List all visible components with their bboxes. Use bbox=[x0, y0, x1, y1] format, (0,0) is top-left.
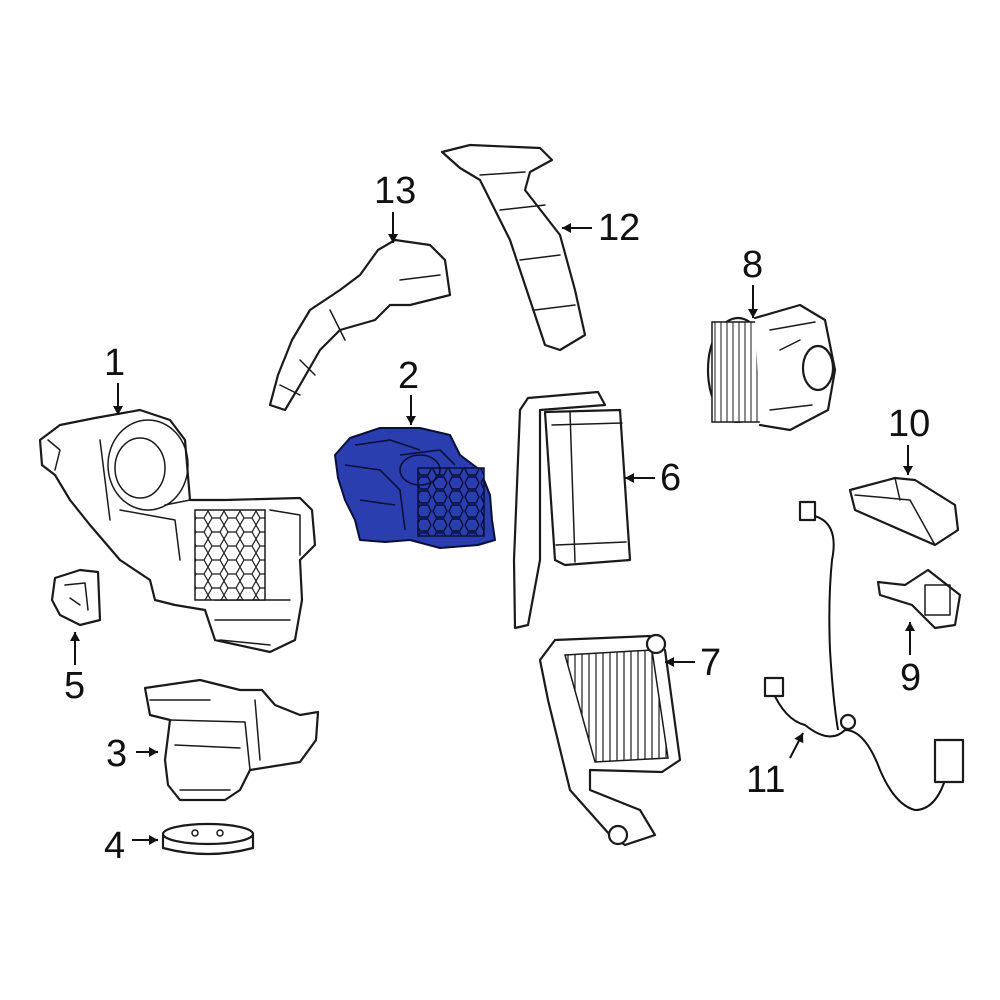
arrowhead-3 bbox=[149, 747, 158, 757]
part-11-wiring-harness bbox=[763, 500, 965, 812]
part-5-bracket bbox=[50, 568, 102, 627]
arrowhead-12 bbox=[562, 223, 571, 233]
part-10-module bbox=[848, 476, 960, 547]
arrowhead-6 bbox=[625, 473, 634, 483]
part-7-evaporator bbox=[538, 633, 682, 847]
arrowhead-8 bbox=[748, 309, 758, 318]
arrowhead-4 bbox=[149, 835, 158, 845]
arrowhead-11 bbox=[794, 733, 804, 744]
callout-6: 6 bbox=[660, 457, 681, 499]
callout-13: 13 bbox=[374, 170, 416, 212]
arrowhead-1 bbox=[113, 406, 123, 415]
part-3-lower-housing bbox=[143, 678, 320, 802]
callout-11: 11 bbox=[746, 759, 785, 801]
callout-12: 12 bbox=[598, 207, 640, 249]
part-1-hvac-housing bbox=[38, 408, 317, 654]
callout-1: 1 bbox=[104, 342, 125, 384]
part-13-duct bbox=[268, 238, 452, 412]
callout-3: 3 bbox=[106, 733, 127, 775]
arrowhead-2 bbox=[406, 416, 416, 425]
part-9-resistor bbox=[876, 568, 962, 630]
callout-4: 4 bbox=[104, 825, 125, 867]
callout-7: 7 bbox=[700, 642, 721, 684]
arrowhead-13 bbox=[388, 234, 398, 243]
part-8-blower-motor bbox=[706, 303, 837, 432]
part-4-seal bbox=[161, 822, 255, 856]
arrowhead-9 bbox=[905, 622, 915, 631]
callout-5: 5 bbox=[64, 665, 85, 707]
part-12-duct bbox=[440, 143, 587, 352]
part-6-heater-core bbox=[512, 390, 632, 630]
leader-arrows bbox=[70, 212, 915, 845]
callout-2: 2 bbox=[398, 355, 419, 397]
arrowhead-5 bbox=[70, 632, 80, 641]
arrowhead-7 bbox=[665, 657, 674, 667]
part-2-housing-highlighted bbox=[334, 427, 496, 549]
callout-9: 9 bbox=[900, 657, 921, 699]
arrowhead-10 bbox=[903, 466, 913, 475]
callout-10: 10 bbox=[888, 403, 930, 445]
callout-8: 8 bbox=[742, 244, 763, 286]
